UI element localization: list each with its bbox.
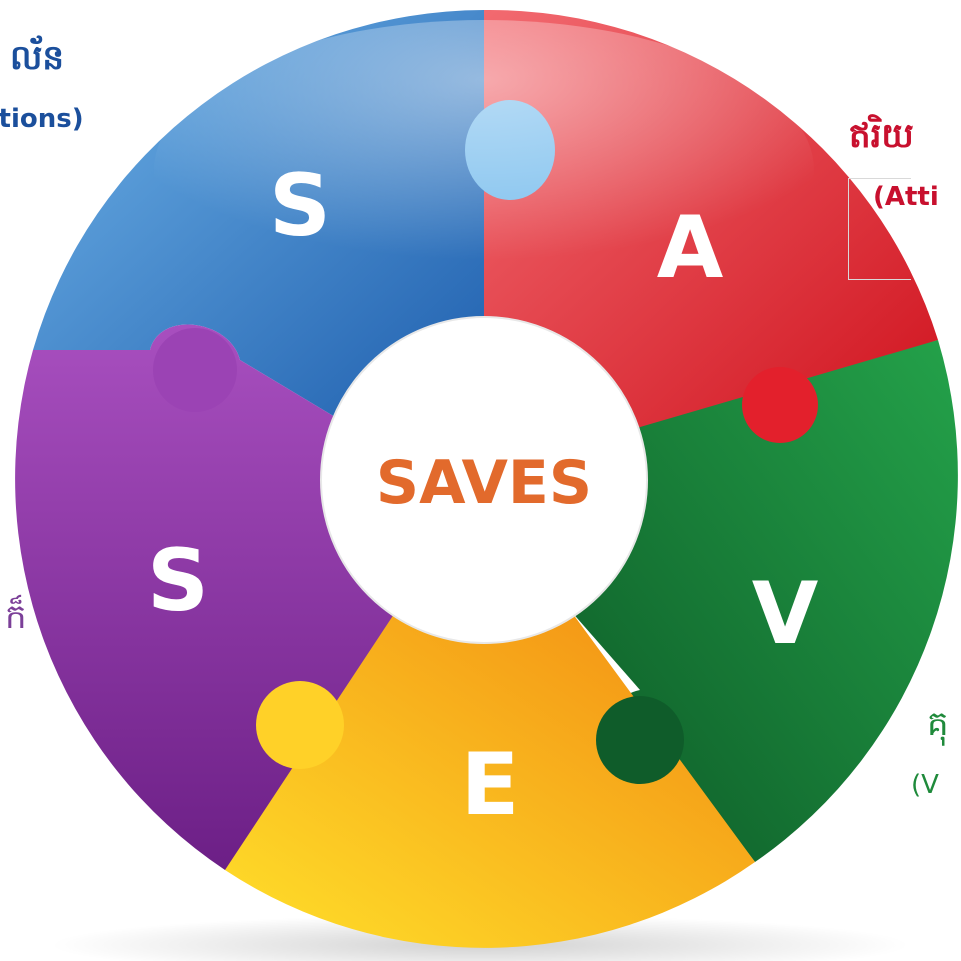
label-attitude-english: (Atti: [873, 182, 939, 212]
segment-letter-education: E: [461, 735, 520, 835]
label-systems-khmer: ក៏: [5, 597, 27, 637]
knob-values: [596, 696, 684, 784]
bracket-attitude-label: [848, 178, 911, 280]
label-systems-english: ns): [0, 663, 27, 693]
label-values: គុ (V: [897, 702, 949, 800]
segment-letter-systems: S: [147, 531, 209, 631]
center-label: SAVES: [376, 448, 592, 518]
label-values-khmer: គុ: [927, 704, 949, 744]
knob-education: [256, 681, 344, 769]
knob-attitude: [742, 367, 818, 443]
label-solutions-khmer: ល័ន: [10, 38, 64, 78]
label-values-english: (V: [911, 770, 939, 800]
segment-education: [225, 605, 755, 948]
label-attitude: ឥរិយ (Atti: [849, 114, 939, 212]
label-attitude-khmer: ឥរិយ: [849, 116, 914, 156]
segment-letter-values: V: [752, 564, 819, 664]
segment-letter-solutions: S: [269, 156, 331, 256]
label-systems: ក៏ ns): [0, 595, 27, 693]
label-solutions: ល័ន utions): [0, 36, 84, 134]
center-circle: [320, 316, 648, 644]
knob-solutions: [153, 328, 237, 412]
gloss-highlight: [154, 20, 814, 320]
label-solutions-english: utions): [0, 104, 84, 134]
segment-letter-attitude: A: [657, 198, 724, 298]
